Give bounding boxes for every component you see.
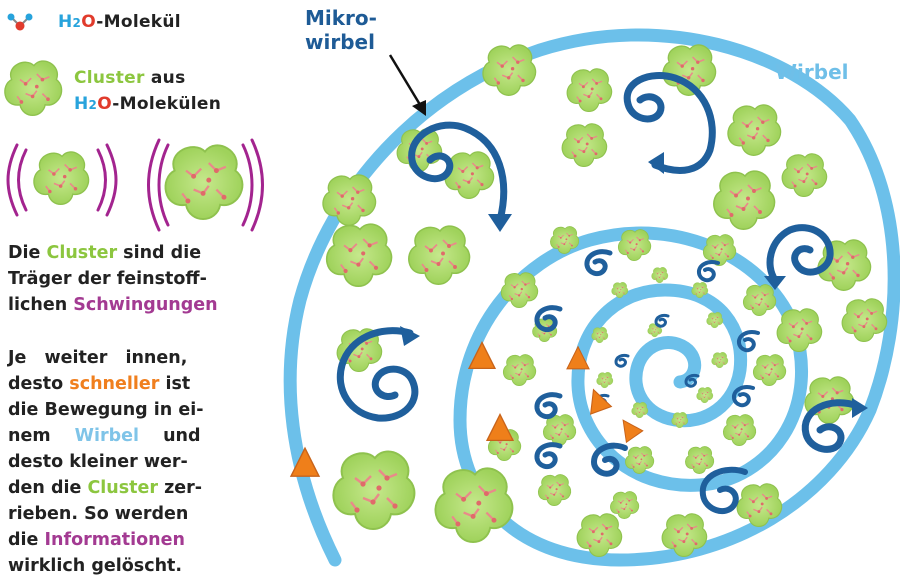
cluster-rest: -Molekülen: [112, 94, 221, 114]
mikrowirbel-line2: wirbel: [305, 30, 377, 54]
cluster-word: Cluster: [74, 68, 145, 88]
cluster-sub: 2: [89, 98, 98, 112]
carrier-1b: Cluster: [47, 243, 118, 263]
para-4c: und: [139, 426, 201, 446]
cluster-o: O: [97, 94, 112, 114]
carrier-text: Die Cluster sind die Träger der feinstof…: [8, 240, 260, 318]
para-5: desto kleiner wer-: [8, 449, 260, 475]
legend-molecule-label: H2O-Molekül: [58, 9, 181, 36]
explanation-text: Je weiter innen, desto schneller ist die…: [8, 345, 260, 579]
wirbel-label: Wirbel: [775, 60, 849, 84]
cluster-h: H: [74, 94, 89, 114]
mikrowirbel-label: Mikro- wirbel: [305, 6, 377, 54]
carrier-3a: lichen: [8, 295, 73, 315]
para-4b: Wirbel: [75, 426, 139, 446]
carrier-1c: sind die: [117, 243, 201, 263]
cluster-aus: aus: [145, 68, 186, 88]
carrier-2: Träger der feinstoff-: [8, 266, 260, 292]
para-9: wirklich gelöscht.: [8, 553, 260, 579]
para-2b: schneller: [69, 374, 159, 394]
h-letter: H: [58, 12, 73, 32]
molecule-rest: -Molekül: [96, 12, 181, 32]
para-3: die Bewegung in ei-: [8, 397, 260, 423]
para-1: Je weiter innen,: [8, 345, 260, 371]
mikrowirbel-pointer-arrow: [390, 55, 426, 116]
para-8a: die: [8, 530, 45, 550]
mikrowirbel-line1: Mikro-: [305, 6, 377, 30]
para-2a: desto: [8, 374, 69, 394]
para-7: rieben. So werden: [8, 501, 260, 527]
para-6c: zer-: [158, 478, 202, 498]
para-4a: nem: [8, 426, 75, 446]
carrier-3b: Schwingungen: [73, 295, 217, 315]
para-2c: ist: [159, 374, 190, 394]
carrier-1a: Die: [8, 243, 47, 263]
para-6a: den die: [8, 478, 87, 498]
h-subscript: 2: [73, 16, 82, 30]
legend-panel: H2O-Molekül Cluster aus H2O-Molekülen Di…: [8, 0, 270, 574]
para-6b: Cluster: [87, 478, 158, 498]
o-letter: O: [81, 12, 96, 32]
legend-cluster-label: Cluster aus H2O-Molekülen: [74, 65, 221, 118]
para-8b: Informationen: [45, 530, 185, 550]
